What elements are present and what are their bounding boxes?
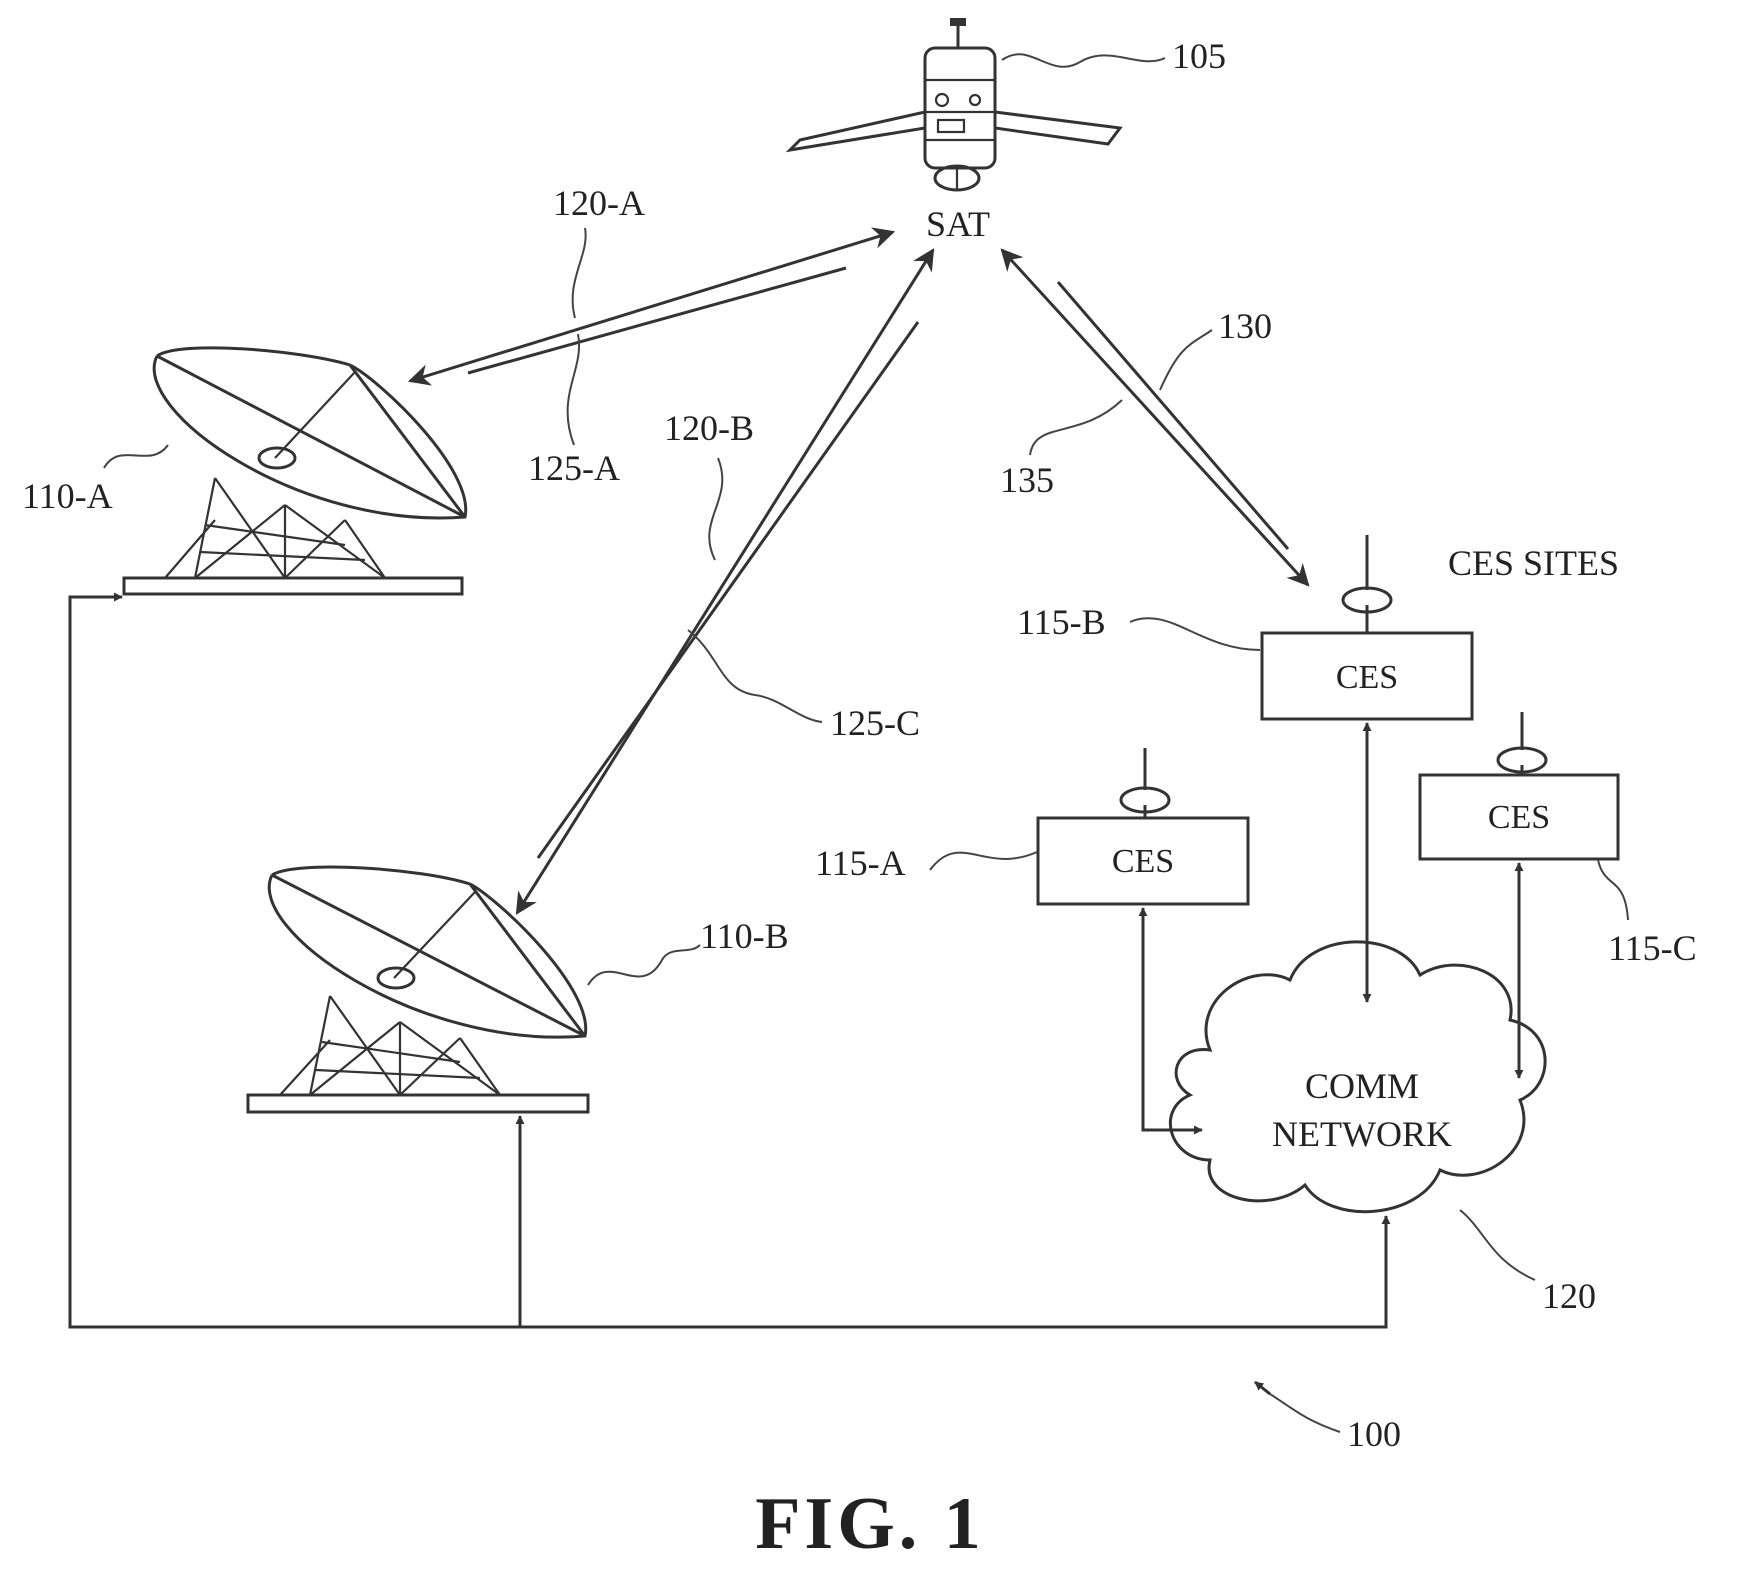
ces-sites-heading: CES SITES: [1448, 543, 1619, 583]
ces-a-network-link: [1143, 908, 1202, 1130]
sat-label: SAT: [926, 204, 990, 244]
gateway-antenna-a-icon: [124, 348, 466, 594]
cloud-line1: COMM: [1305, 1066, 1419, 1106]
link-125a-label: 125-A: [528, 448, 620, 488]
link-130-arrow: [1002, 250, 1308, 585]
gateway-b-label: 110-B: [700, 916, 789, 956]
link-120a-label: 120-A: [553, 183, 645, 223]
link-125c-label: 125-C: [830, 703, 920, 743]
ces-a-antenna-icon: [1121, 748, 1169, 818]
link-130-label: 130: [1218, 306, 1272, 346]
gateway-a-bus-link: [70, 597, 1386, 1327]
ces-b-antenna-icon: [1343, 535, 1391, 633]
link-135-label: 135: [1000, 460, 1054, 500]
figure-title: FIG. 1: [755, 1483, 985, 1565]
ces-c-antenna-icon: [1498, 712, 1546, 775]
satellite-icon: [790, 18, 1120, 190]
sat-ref-label: 105: [1172, 36, 1226, 76]
ces-c-text: CES: [1488, 799, 1550, 836]
ces-b-text: CES: [1336, 659, 1398, 696]
system-ref-label: 100: [1347, 1414, 1401, 1454]
link-120b-label: 120-B: [664, 408, 754, 448]
network-ref-label: 120: [1542, 1276, 1596, 1316]
link-125c-line: [538, 322, 918, 858]
ces-b-ref-label: 115-B: [1017, 602, 1106, 642]
ces-a-ref-label: 115-A: [815, 843, 906, 883]
link-125a-line: [468, 268, 846, 373]
cloud-line2: NETWORK: [1272, 1114, 1452, 1154]
gateway-a-label: 110-A: [22, 476, 113, 516]
system-ref-arrow: [1255, 1382, 1270, 1394]
ces-c-ref-label: 115-C: [1608, 928, 1697, 968]
ces-a-text: CES: [1112, 843, 1174, 880]
link-120a-arrow: [410, 232, 893, 381]
gateway-antenna-b-icon: [248, 867, 588, 1112]
